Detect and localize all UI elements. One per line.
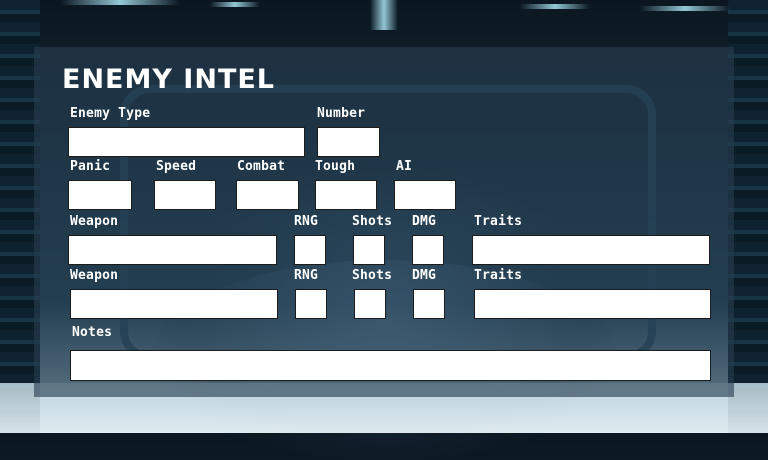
combat-label: Combat xyxy=(237,159,286,174)
speed-input[interactable] xyxy=(154,180,216,210)
ai-label: AI xyxy=(396,159,413,174)
weapon-1-traits-label: Traits xyxy=(474,214,523,229)
ceiling-light xyxy=(210,2,260,7)
right-wall-machinery xyxy=(728,0,768,433)
left-wall-machinery xyxy=(0,0,40,433)
panic-input[interactable] xyxy=(68,180,132,210)
tough-input[interactable] xyxy=(315,180,377,210)
weapon-2-label: Weapon xyxy=(70,268,119,283)
enemy-type-label: Enemy Type xyxy=(70,106,151,121)
notes-label: Notes xyxy=(72,325,113,340)
weapon-1-shots-input[interactable] xyxy=(353,235,385,265)
weapon-1-dmg-input[interactable] xyxy=(412,235,444,265)
weapon-2-traits-input[interactable] xyxy=(474,289,711,319)
weapon-1-traits-input[interactable] xyxy=(472,235,710,265)
weapon-1-label: Weapon xyxy=(70,214,119,229)
ai-input[interactable] xyxy=(394,180,456,210)
weapon-2-dmg-label: DMG xyxy=(412,268,437,283)
ceiling-light xyxy=(60,0,180,5)
ceiling-light xyxy=(520,4,590,9)
weapon-2-traits-label: Traits xyxy=(474,268,523,283)
weapon-2-rng-input[interactable] xyxy=(295,289,327,319)
intel-panel xyxy=(34,47,734,397)
weapon-2-shots-label: Shots xyxy=(352,268,393,283)
number-input[interactable] xyxy=(317,127,380,157)
weapon-1-shots-label: Shots xyxy=(352,214,393,229)
weapon-2-input[interactable] xyxy=(70,289,278,319)
tough-label: Tough xyxy=(315,159,356,174)
weapon-1-input[interactable] xyxy=(68,235,277,265)
weapon-2-shots-input[interactable] xyxy=(354,289,386,319)
ceiling-light xyxy=(640,6,730,11)
panic-label: Panic xyxy=(70,159,111,174)
speed-label: Speed xyxy=(156,159,197,174)
weapon-1-dmg-label: DMG xyxy=(412,214,437,229)
combat-input[interactable] xyxy=(236,180,299,210)
weapon-1-rng-label: RNG xyxy=(294,214,319,229)
weapon-2-rng-label: RNG xyxy=(294,268,319,283)
notes-input[interactable] xyxy=(70,350,711,381)
enemy-type-input[interactable] xyxy=(68,127,305,157)
ceiling-light xyxy=(370,0,398,30)
weapon-1-rng-input[interactable] xyxy=(294,235,326,265)
weapon-2-dmg-input[interactable] xyxy=(413,289,445,319)
page-title: ENEMY INTEL xyxy=(62,64,276,95)
number-label: Number xyxy=(317,106,366,121)
